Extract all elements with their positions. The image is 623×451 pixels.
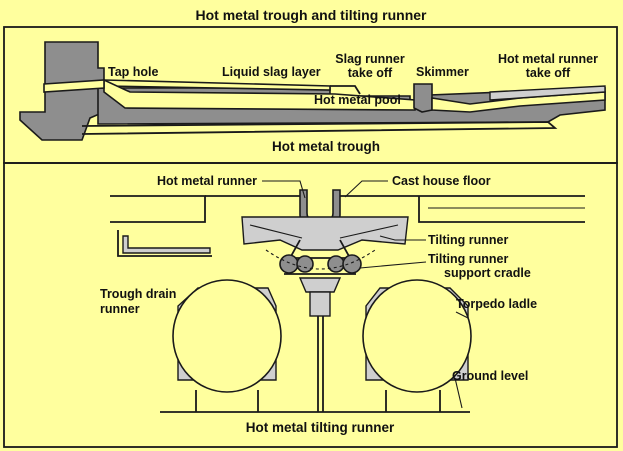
cradle-frame	[288, 239, 352, 259]
cradle-wheel-right-2	[327, 255, 345, 273]
slag-take-off-notch	[330, 85, 361, 95]
bottom-panel-frame	[3, 162, 618, 448]
cradle-wheel-right	[342, 254, 362, 274]
torpedo-ladle-right	[362, 279, 472, 393]
floor-slab-left	[110, 195, 206, 223]
top-panel-caption: Hot metal trough	[272, 139, 380, 154]
bottom-panel-caption: Hot metal tilting runner	[246, 420, 395, 435]
support-column-head	[298, 277, 342, 293]
tap-hole-channel	[43, 79, 105, 93]
diagram-title: Hot metal trough and tilting runner	[196, 7, 428, 23]
tilting-runner-body	[241, 216, 409, 251]
label-slag-runner-take-off-1: Slag runner	[335, 52, 405, 66]
label-torpedo-ladle: Torpedo ladle	[456, 297, 537, 311]
torpedo-ladle-left	[172, 279, 282, 393]
cradle-wheel-left-2	[296, 255, 314, 273]
runner-take-off-lining	[489, 85, 606, 101]
label-hot-metal-runner-take-off-1: Hot metal runner	[498, 52, 598, 66]
leader-tilting-runner	[379, 235, 426, 241]
support-post	[317, 316, 324, 412]
label-hot-metal-runner-take-off-2: take off	[526, 66, 571, 80]
torpedo-ladle-left-legs	[195, 390, 259, 412]
label-tap-hole: Tap hole	[108, 65, 159, 79]
skimmer-block	[413, 83, 433, 113]
tilting-runner-inner-lines	[249, 224, 399, 239]
label-ground-level: Ground level	[452, 369, 528, 383]
label-support-cradle-1: Tilting runner	[428, 252, 508, 266]
leader-hot-metal-runner	[262, 180, 306, 199]
label-support-cradle-2: support cradle	[444, 266, 531, 280]
label-liquid-slag-layer: Liquid slag layer	[222, 65, 321, 79]
torpedo-ladle-right-legs	[385, 390, 441, 412]
trough-drain-outline	[117, 230, 212, 257]
leader-ground-level	[454, 377, 463, 409]
label-hot-metal-runner: Hot metal runner	[157, 174, 257, 188]
leader-torpedo-ladle	[455, 311, 469, 319]
trough-shell	[81, 121, 558, 135]
leader-support-cradle	[359, 261, 427, 269]
trough-drain-channel	[122, 235, 211, 254]
label-cast-house-floor: Cast house floor	[392, 174, 491, 188]
cradle-wheel-left	[279, 254, 299, 274]
label-trough-drain-2: runner	[100, 302, 140, 316]
label-trough-drain-1: Trough drain	[100, 287, 176, 301]
support-column	[309, 291, 331, 317]
cradle-tilt-arc	[265, 249, 376, 270]
leader-cast-house-floor	[344, 180, 388, 198]
label-tilting-runner: Tilting runner	[428, 233, 508, 247]
leader-lines	[262, 180, 469, 409]
label-skimmer: Skimmer	[416, 65, 469, 79]
runner-take-off-channel	[431, 91, 606, 113]
tilting-runner-drawing	[110, 189, 585, 413]
label-slag-runner-take-off-2: take off	[348, 66, 393, 80]
floor-slab-right	[418, 195, 585, 223]
label-hot-metal-pool: Hot metal pool	[314, 93, 401, 107]
trough-drawing	[19, 41, 606, 141]
